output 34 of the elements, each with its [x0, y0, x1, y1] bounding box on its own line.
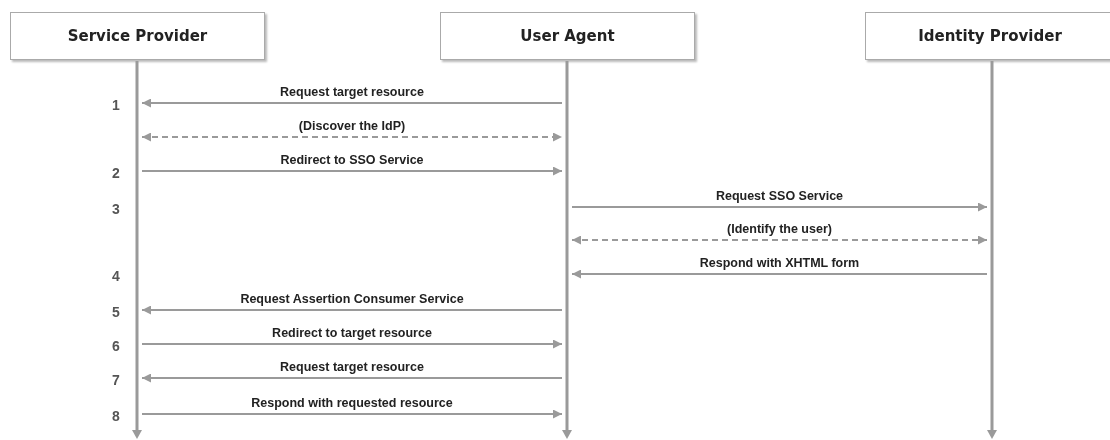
message-label: Request target resource — [280, 360, 424, 374]
step-number: 4 — [112, 268, 120, 284]
step-number: 1 — [112, 97, 120, 113]
lifeline — [562, 61, 572, 439]
message-arrow — [141, 305, 563, 315]
step-number: 3 — [112, 201, 120, 217]
step-number: 2 — [112, 165, 120, 181]
step-number: 6 — [112, 338, 120, 354]
message-arrow — [571, 235, 988, 245]
step-number: 5 — [112, 304, 120, 320]
message-label: (Identify the user) — [727, 222, 832, 236]
message-arrow — [141, 409, 563, 419]
step-number: 8 — [112, 408, 120, 424]
participant-box: User Agent — [440, 12, 695, 60]
message-label: Request SSO Service — [715, 189, 844, 203]
message-arrow — [141, 132, 563, 142]
message-label: (Discover the IdP) — [298, 119, 406, 133]
step-number: 7 — [112, 372, 120, 388]
message-label: Request Assertion Consumer Service — [240, 292, 464, 306]
message-arrow — [141, 98, 563, 108]
participant-box: Identity Provider — [865, 12, 1110, 60]
message-label: Respond with XHTML form — [699, 256, 860, 270]
message-arrow — [141, 166, 563, 176]
message-label: Redirect to target resource — [272, 326, 432, 340]
message-arrow — [141, 373, 563, 383]
lifeline — [987, 61, 997, 439]
message-arrow — [571, 202, 988, 212]
message-label: Redirect to SSO Service — [280, 153, 424, 167]
participant-box: Service Provider — [10, 12, 265, 60]
message-label: Respond with requested resource — [251, 396, 453, 410]
message-label: Request target resource — [280, 85, 424, 99]
lifeline — [132, 61, 142, 439]
message-arrow — [141, 339, 563, 349]
message-arrow — [571, 269, 988, 279]
